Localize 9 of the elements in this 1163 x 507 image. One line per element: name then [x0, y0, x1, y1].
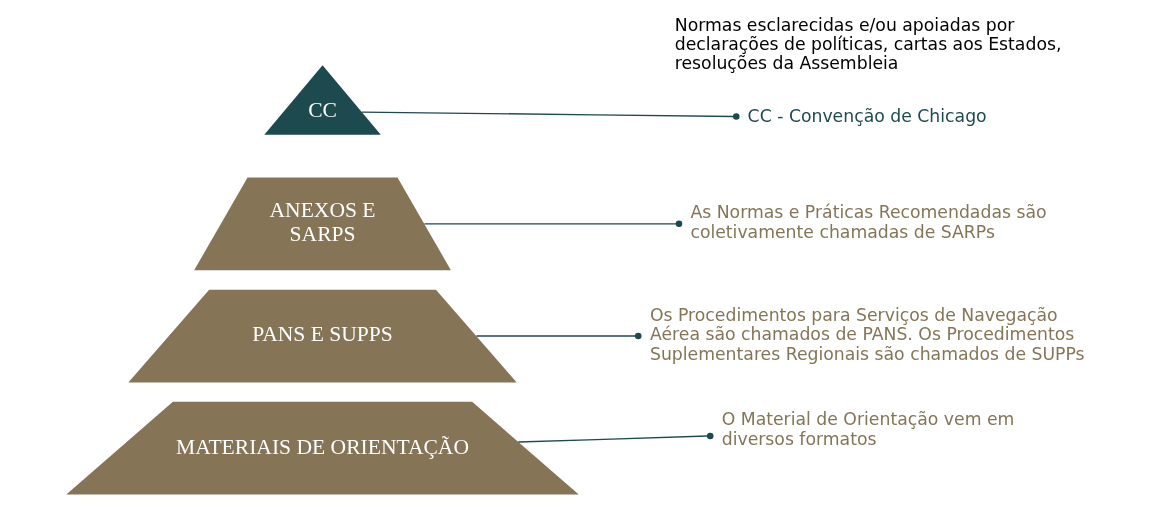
node-text: As Normas e Práticas Recomendadas são coletivamente chamadas de SARPs: [689, 202, 1047, 242]
connector: [423, 220, 682, 228]
label: Normas esclarecidas e/ou apoiadas por declarações de políticas, cartas aos Estados, resoluções da Assembleia: [674, 14, 1061, 74]
node-text: CC - Convenção de Chicago: [747, 106, 987, 127]
node-text: O Material de Orientação vem em diversos formatos: [721, 409, 1014, 449]
connector: [475, 332, 642, 340]
node-text: Os Procedimentos para Serviços de Navegação Aérea são chamados de PANS. Os Procedimentos Suplementares Regionais são chamados de SUPPs: [649, 304, 1085, 364]
connector: [360, 111, 740, 120]
connector: [517, 432, 714, 443]
